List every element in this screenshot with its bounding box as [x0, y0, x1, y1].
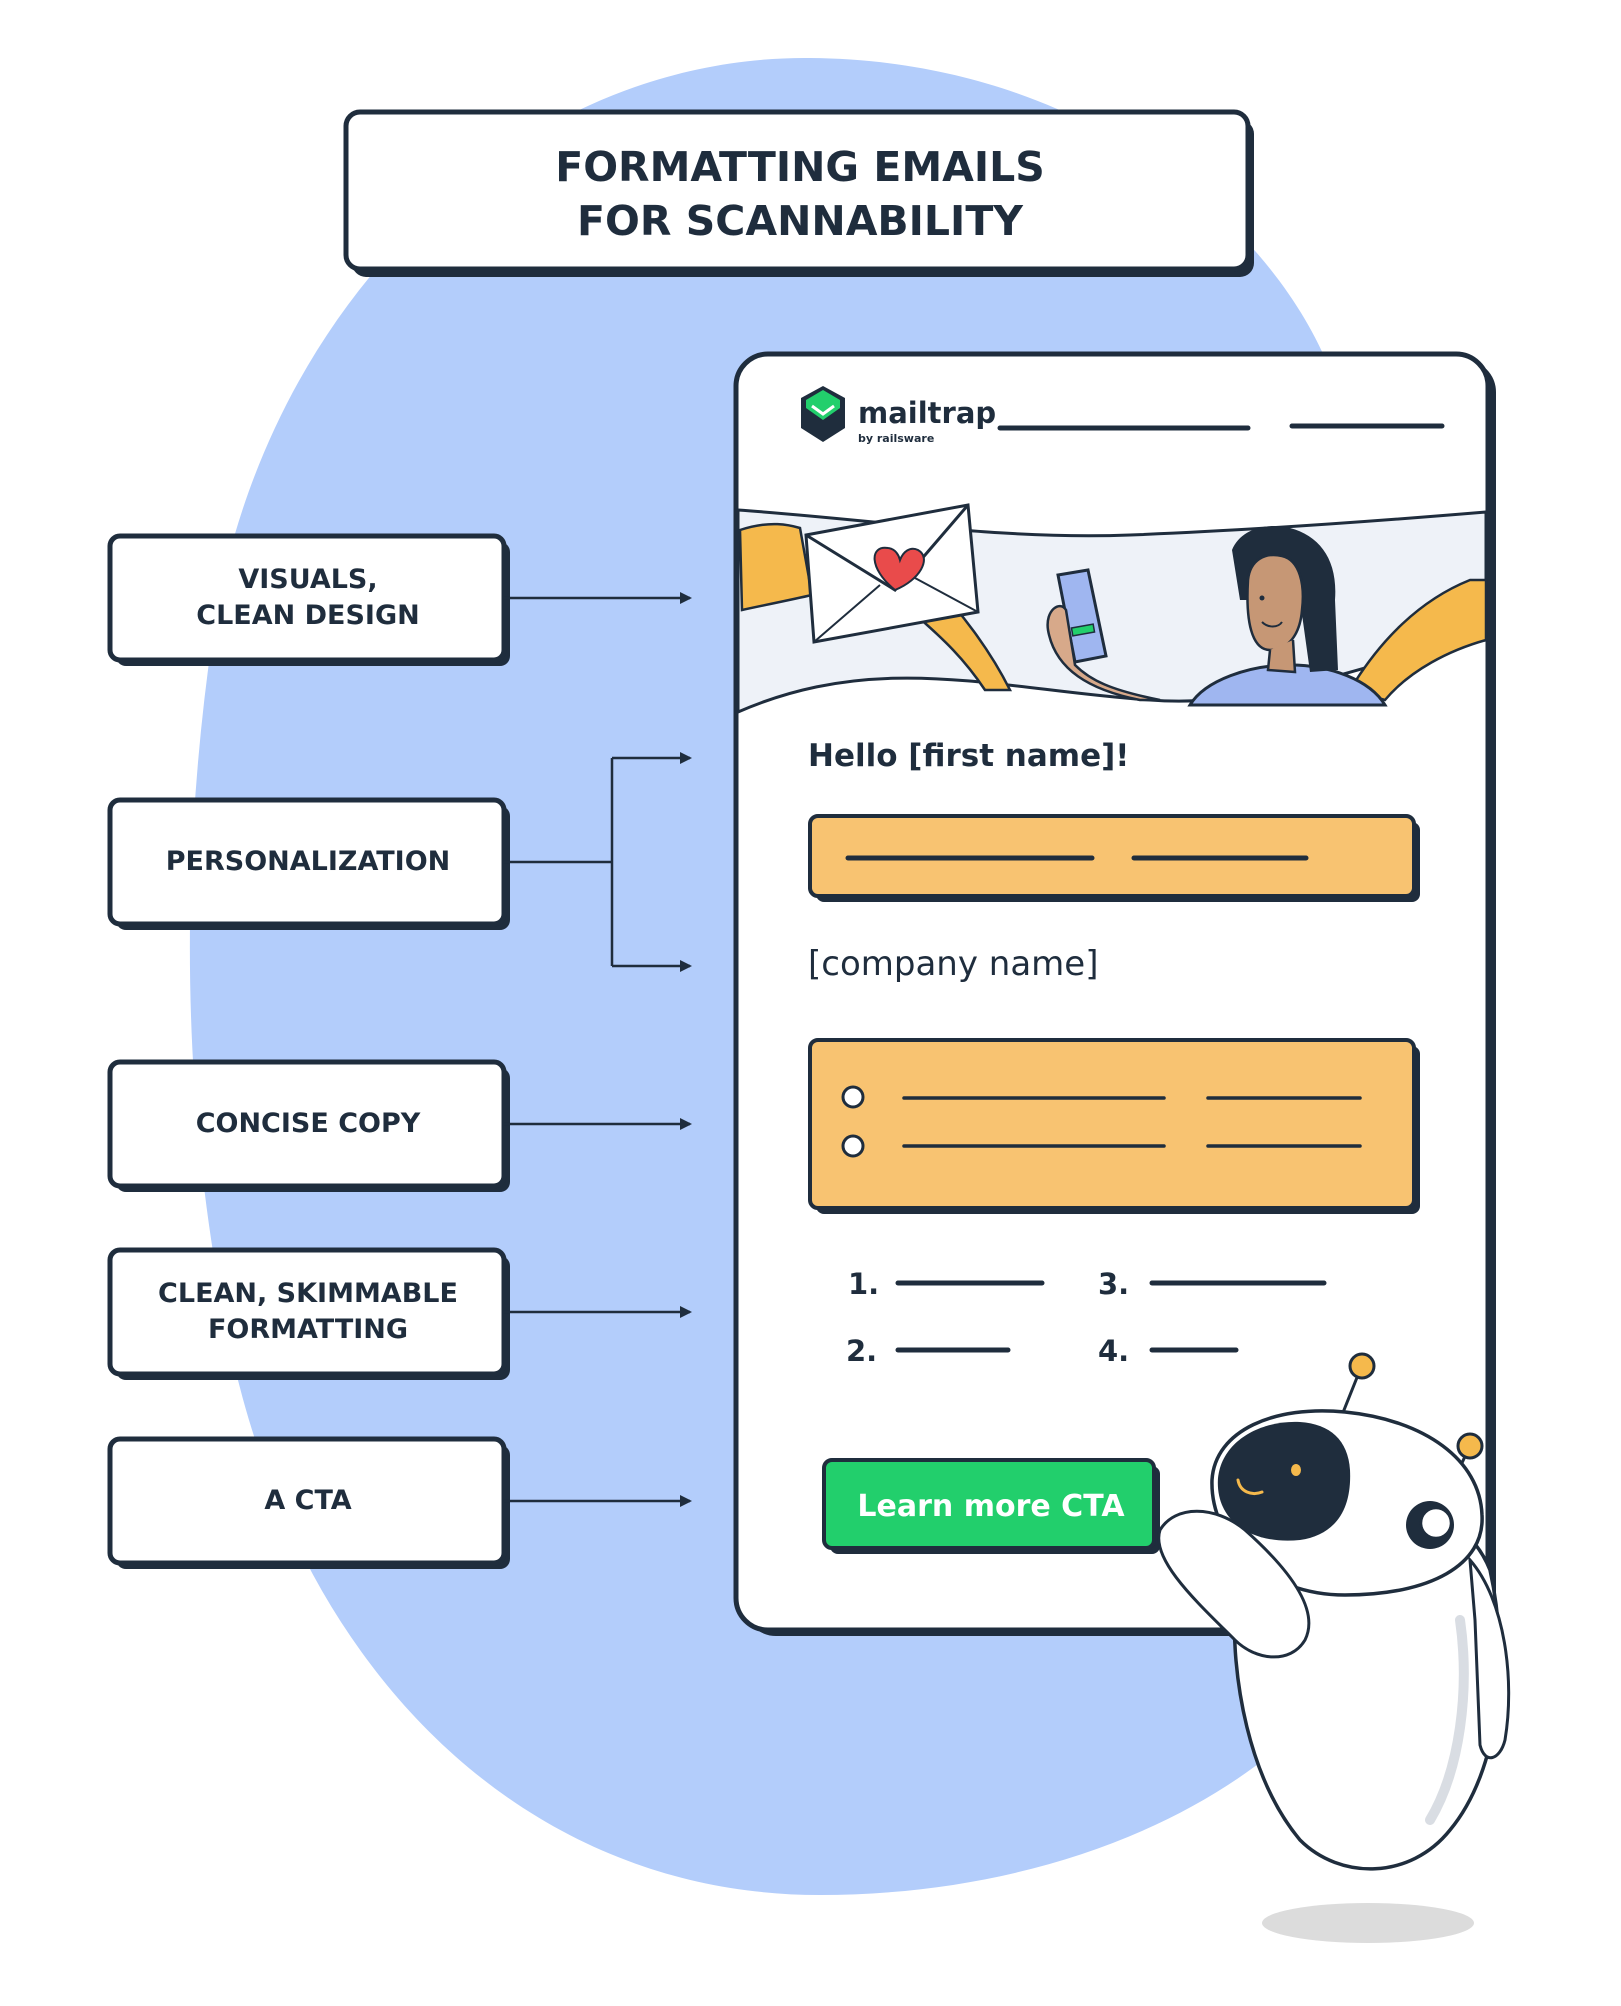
bullet-icon — [841, 1134, 865, 1158]
person-illustration — [1187, 526, 1388, 707]
feature-label-formatting: CLEAN, SKIMMABLE FORMATTING — [112, 1252, 504, 1372]
greeting-text: Hello [first name]! — [808, 738, 1130, 774]
feature-label-line: VISUALS, — [238, 564, 378, 595]
hero-banner — [736, 503, 1488, 715]
envelope-icon — [804, 503, 980, 644]
feature-box-concise — [107, 1059, 510, 1192]
feature-box-personalization — [107, 797, 510, 930]
title-line-2: FOR SCANNABILITY — [577, 197, 1023, 245]
robot-mascot-icon — [1157, 1352, 1511, 1943]
feature-label-personalization: PERSONALIZATION — [112, 802, 504, 922]
feature-label-line: CONCISE COPY — [195, 1108, 421, 1139]
learn-more-cta-button[interactable]: Learn more CTA — [857, 1488, 1125, 1524]
title-line-1: FORMATTING EMAILS — [555, 143, 1045, 191]
feature-box-formatting — [107, 1247, 510, 1380]
feature-label-line: PERSONALIZATION — [165, 846, 451, 877]
feature-label-line: CLEAN DESIGN — [196, 600, 420, 631]
list-number-1: 1. — [848, 1267, 880, 1301]
numbered-list-lines — [895, 1280, 1327, 1353]
brand-subtitle: by railsware — [858, 432, 935, 445]
phone-icon — [1046, 568, 1161, 702]
bullet-list-block — [808, 1038, 1420, 1214]
feature-label-concise: CONCISE COPY — [112, 1064, 504, 1184]
feature-label-line: FORMATTING — [207, 1314, 409, 1345]
mailtrap-logo-icon — [801, 386, 845, 442]
cta-button-shape — [822, 1458, 1160, 1554]
feature-label-line: CLEAN, SKIMMABLE — [158, 1278, 458, 1309]
list-number-2: 2. — [846, 1334, 878, 1368]
feature-label-line: A CTA — [264, 1485, 352, 1516]
company-name-text: [company name] — [808, 944, 1099, 984]
title-box — [343, 109, 1254, 277]
feature-label-visuals: VISUALS, CLEAN DESIGN — [112, 538, 504, 658]
feature-label-cta: A CTA — [112, 1441, 504, 1561]
list-number-4: 4. — [1098, 1334, 1130, 1368]
brand-name: mailtrap — [858, 396, 997, 430]
intro-text-block — [808, 814, 1420, 902]
page-title: FORMATTING EMAILS FOR SCANNABILITY — [356, 116, 1244, 272]
list-number-3: 3. — [1098, 1267, 1130, 1301]
bullet-icon — [841, 1085, 865, 1109]
